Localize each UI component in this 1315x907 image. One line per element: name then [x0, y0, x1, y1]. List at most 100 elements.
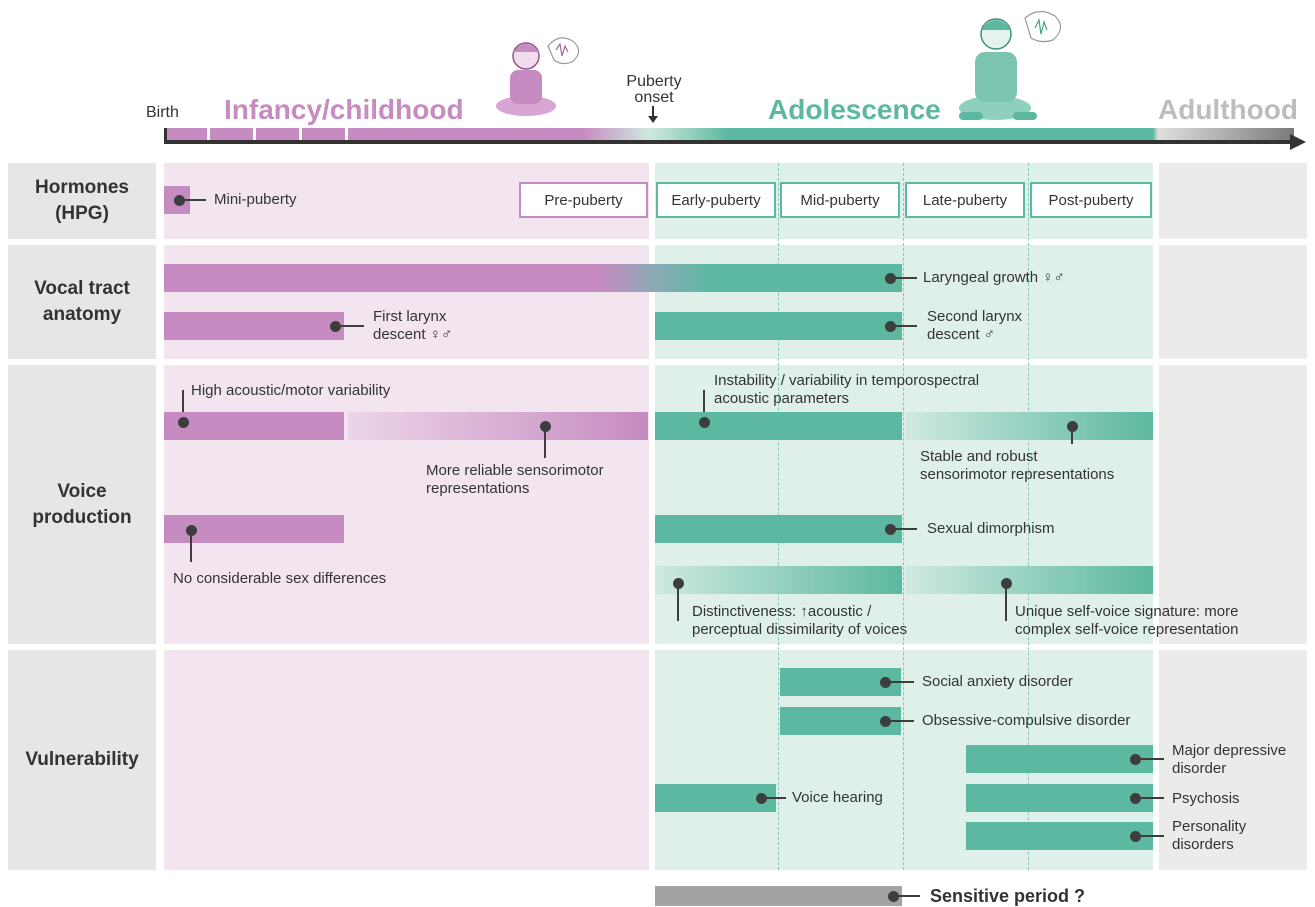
row-label-voice-production: Voice production — [8, 365, 156, 644]
second-larynx-bar — [655, 312, 902, 340]
up-arrow-icon: ↑ — [800, 603, 808, 620]
adolescence-panel-voice — [655, 365, 1153, 644]
puberty-onset-arrow — [652, 106, 654, 118]
mini-puberty-label: Mini-puberty — [214, 191, 297, 208]
second-larynx-connector — [891, 325, 917, 327]
puberty-onset-line1: Puberty — [626, 73, 682, 90]
unique-line2: complex self-voice representation — [1015, 621, 1239, 638]
timeline-arrowhead — [1290, 134, 1306, 150]
puberty-onset-line2: onset — [634, 89, 674, 106]
instability-bar — [655, 412, 902, 440]
puberty-onset-label: Puberty onset — [614, 74, 694, 106]
personality-connector — [1136, 835, 1164, 837]
voice-hearing-dot — [756, 793, 767, 804]
timeline-axis — [164, 140, 1294, 144]
timeline-tick-3 — [299, 128, 302, 140]
mini-puberty-connector — [180, 199, 206, 201]
adulthood-panel-vocal — [1159, 245, 1307, 359]
stage-post-puberty: Post-puberty — [1030, 182, 1152, 218]
psychosis-connector — [1136, 797, 1164, 799]
personality-bar — [966, 822, 1153, 850]
sexual-dimorphism-dot — [885, 524, 896, 535]
first-larynx-line1: First larynx — [373, 308, 447, 325]
stable-representation-connector — [1071, 428, 1073, 444]
reliable-line1: More reliable sensorimotor — [426, 462, 604, 479]
laryngeal-growth-connector — [891, 277, 917, 279]
personality-line2: disorders — [1172, 836, 1234, 853]
second-larynx-dot — [885, 321, 896, 332]
stage-early-puberty: Early-puberty — [656, 182, 776, 218]
stable-representation-label: Stable and robust sensorimotor represent… — [920, 448, 1114, 484]
timeline-tick-2 — [253, 128, 256, 140]
distinctiveness-label: Distinctiveness: ↑acoustic / perceptual … — [692, 603, 907, 639]
stable-line2: sensorimotor representations — [920, 466, 1115, 483]
sexual-dimorphism-label: Sexual dimorphism — [927, 520, 1055, 537]
adolescence-panel-vocal — [655, 245, 1153, 359]
first-larynx-dot — [330, 321, 341, 332]
personality-dot — [1130, 831, 1141, 842]
adulthood-label: Adulthood — [1158, 94, 1298, 125]
stage-divider-late — [903, 163, 904, 870]
high-variability-dot — [178, 417, 189, 428]
sensitive-period-label: Sensitive period ? — [930, 886, 1086, 906]
puberty-onset-arrowhead — [648, 116, 658, 123]
no-sex-diff-dot — [186, 525, 197, 536]
social-anxiety-label: Social anxiety disorder — [922, 673, 1073, 690]
no-sex-diff-label: No considerable sex differences — [173, 570, 387, 587]
voice-hearing-connector — [762, 797, 786, 799]
distinctiveness-dot — [673, 578, 684, 589]
row-label-vulnerability: Vulnerability — [8, 650, 156, 870]
reliable-representation-bar — [348, 412, 648, 440]
high-variability-label: High acoustic/motor variability — [191, 382, 391, 399]
mdd-line1: Major depressive — [1172, 742, 1287, 759]
timeline-tick-1 — [207, 128, 210, 140]
unique-line1: Unique self-voice signature: more — [1015, 603, 1239, 620]
personality-label: Personality disorders — [1172, 818, 1246, 854]
adulthood-panel-hormones — [1159, 163, 1307, 239]
row-label-voice-line2: production — [32, 506, 132, 528]
adulthood-panel-voice — [1159, 365, 1307, 644]
row-label-voice-line1: Voice — [57, 480, 107, 502]
unique-signature-label: Unique self-voice signature: more comple… — [1015, 603, 1238, 639]
social-anxiety-dot — [880, 677, 891, 688]
ocd-dot — [880, 716, 891, 727]
sensitive-period-dot — [888, 891, 899, 902]
timeline-bar — [164, 128, 1294, 140]
voice-hearing-label: Voice hearing — [792, 789, 883, 806]
voice-hearing-bar — [655, 784, 776, 812]
first-larynx-bar — [164, 312, 344, 340]
psychosis-dot — [1130, 793, 1141, 804]
row-label-vulnerability-text: Vulnerability — [25, 749, 139, 770]
mdd-dot — [1130, 754, 1141, 765]
row-label-vocal-line1: Vocal tract — [34, 278, 130, 299]
laryngeal-growth-bar — [164, 264, 902, 292]
adolescence-label: Adolescence — [768, 94, 941, 125]
stable-line1: Stable and robust — [920, 448, 1038, 465]
instability-dot — [699, 417, 710, 428]
stable-representation-bar — [905, 412, 1153, 440]
stage-pre-puberty: Pre-puberty — [519, 182, 648, 218]
row-label-hormones-line1: Hormones — [35, 177, 129, 198]
instability-label: Instability / variability in temporospec… — [714, 372, 979, 408]
mdd-line2: disorder — [1172, 760, 1227, 777]
reliable-representation-connector — [544, 428, 546, 458]
no-sex-diff-connector — [190, 532, 192, 562]
unique-signature-dot — [1001, 578, 1012, 589]
instability-connector — [703, 390, 705, 422]
timeline-birth-tick — [164, 128, 167, 144]
sexual-dimorphism-bar — [655, 515, 902, 543]
personality-line1: Personality — [1172, 818, 1247, 835]
adolescent-figure-icon — [959, 10, 1062, 120]
second-larynx-line2: descent ♂ — [927, 326, 995, 343]
reliable-line2: representations — [426, 480, 530, 497]
mdd-connector — [1136, 758, 1164, 760]
instability-line2: acoustic parameters — [714, 390, 850, 407]
psychosis-label: Psychosis — [1172, 790, 1240, 807]
timeline-tick-4 — [345, 128, 348, 140]
distinct-line1b: acoustic / — [807, 603, 872, 620]
distinctiveness-connector — [677, 585, 679, 621]
child-figure-icon — [496, 37, 580, 116]
stable-representation-dot — [1067, 421, 1078, 432]
unique-signature-connector — [1005, 585, 1007, 621]
social-anxiety-connector — [886, 681, 914, 683]
